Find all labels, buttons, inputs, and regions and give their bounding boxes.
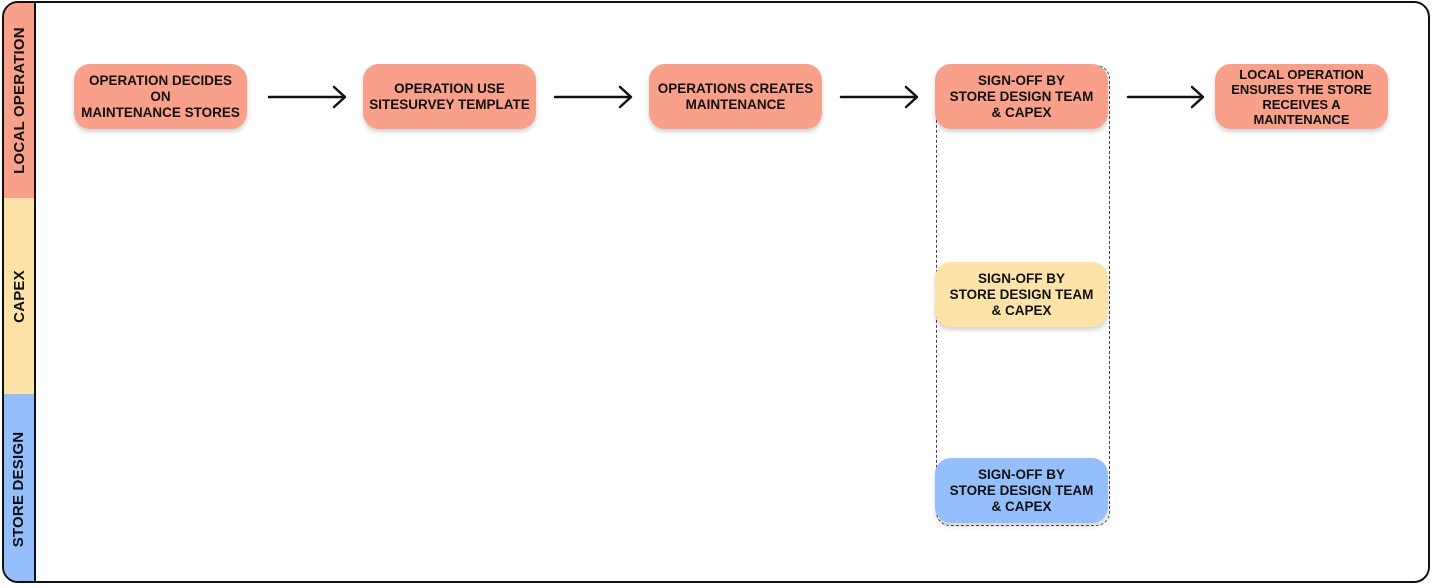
node-sign-off-local[interactable]: SIGN-OFF BY STORE DESIGN TEAM & CAPEX — [935, 64, 1108, 129]
node-operations-creates[interactable]: OPERATIONS CREATES MAINTENANCE — [649, 64, 822, 129]
node-operations-creates-text: OPERATIONS CREATES MAINTENANCE — [657, 80, 814, 112]
lane-label-capex: CAPEX — [4, 198, 36, 394]
lane-label-store-design: STORE DESIGN — [4, 394, 36, 581]
node-operation-decides[interactable]: OPERATION DECIDES ON MAINTENANCE STORES — [74, 64, 247, 129]
right-arrow-icon — [1126, 85, 1205, 109]
lane-label-local-operation: LOCAL OPERATION — [4, 3, 36, 198]
node-operation-use-template-text: OPERATION USE SITESURVEY TEMPLATE — [369, 80, 530, 112]
right-arrow-icon — [267, 85, 347, 109]
right-arrow-icon — [839, 85, 919, 109]
node-sign-off-capex[interactable]: SIGN-OFF BY STORE DESIGN TEAM & CAPEX — [935, 262, 1108, 327]
node-operation-use-template[interactable]: OPERATION USE SITESURVEY TEMPLATE — [363, 64, 536, 129]
node-local-operation-ensures[interactable]: LOCAL OPERATION ENSURES THE STORE RECEIV… — [1215, 64, 1388, 129]
node-sign-off-capex-text: SIGN-OFF BY STORE DESIGN TEAM & CAPEX — [949, 270, 1094, 318]
node-sign-off-store-design-text: SIGN-OFF BY STORE DESIGN TEAM & CAPEX — [949, 466, 1094, 514]
node-sign-off-local-text: SIGN-OFF BY STORE DESIGN TEAM & CAPEX — [949, 72, 1094, 120]
node-operation-decides-text: OPERATION DECIDES ON MAINTENANCE STORES — [81, 72, 240, 120]
node-sign-off-store-design[interactable]: SIGN-OFF BY STORE DESIGN TEAM & CAPEX — [935, 458, 1108, 523]
node-local-operation-ensures-text: LOCAL OPERATION ENSURES THE STORE RECEIV… — [1231, 66, 1372, 127]
flow-arrows — [267, 85, 1205, 109]
right-arrow-icon — [553, 85, 633, 109]
